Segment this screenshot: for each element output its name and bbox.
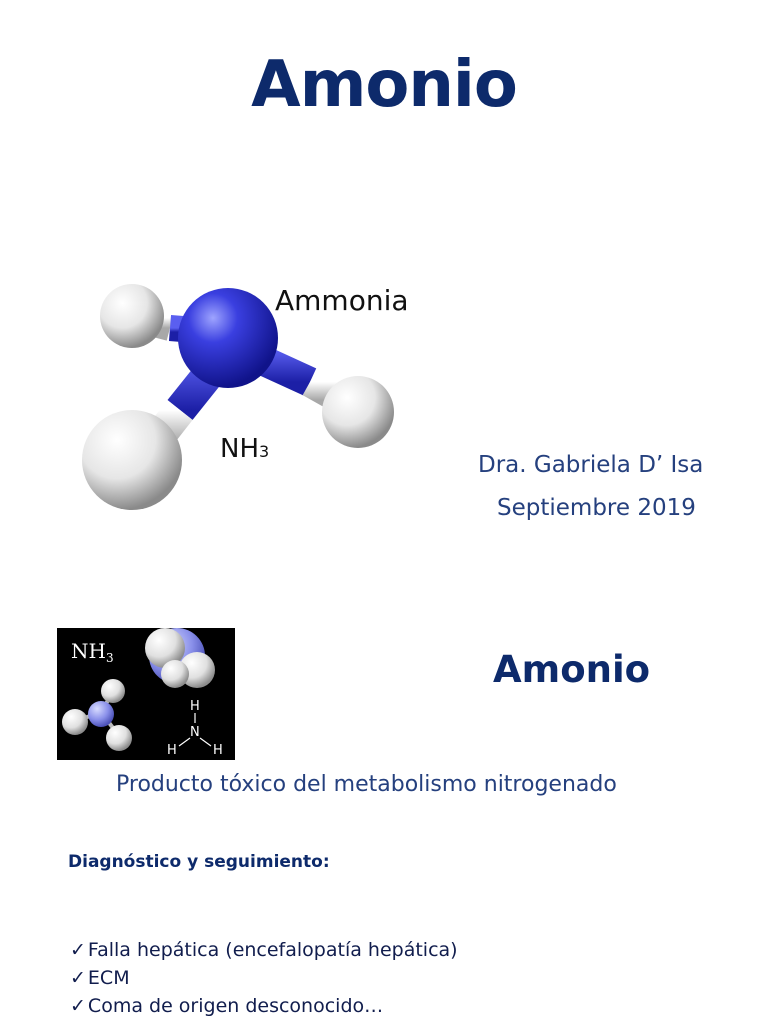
slide1-title: Amonio bbox=[251, 48, 518, 122]
checkmark-icon: ✓ bbox=[70, 939, 86, 961]
structural-formula: H N H H bbox=[167, 699, 223, 758]
hydrogen-atom-top bbox=[100, 284, 164, 348]
list-item: ✓Falla hepática (encefalopatía hepática) bbox=[70, 939, 458, 961]
hydrogen-atom-right bbox=[322, 376, 394, 448]
slide2-subtitle: Producto tóxico del metabolismo nitrogen… bbox=[116, 772, 617, 797]
svg-text:H: H bbox=[167, 743, 177, 758]
slide2-title: Amonio bbox=[493, 648, 651, 691]
author-name: Dra. Gabriela D’ Isa bbox=[478, 452, 704, 478]
ball-and-stick-model bbox=[62, 679, 132, 751]
list-item: ✓ECM bbox=[70, 967, 130, 989]
formula-sub: 3 bbox=[259, 442, 270, 461]
nitrogen-atom bbox=[178, 288, 278, 388]
ammonia-molecule-3d-image bbox=[82, 284, 394, 510]
image-formula: NH3 bbox=[71, 639, 114, 665]
svg-text:H: H bbox=[190, 699, 200, 714]
svg-text:N: N bbox=[190, 725, 200, 740]
list-item: ✓Coma de origen desconocido… bbox=[70, 995, 384, 1017]
presentation-date: Septiembre 2019 bbox=[497, 495, 696, 521]
formula-main: NH bbox=[220, 434, 259, 464]
svg-text:H: H bbox=[213, 743, 223, 758]
section-heading: Diagnóstico y seguimiento: bbox=[68, 852, 330, 872]
ammonia-models-svg: NH3 H N H H bbox=[62, 628, 223, 758]
hydrogen-atom-bottom bbox=[82, 410, 182, 510]
molecule-label: Ammonia bbox=[275, 284, 409, 317]
space-filling-model bbox=[145, 628, 215, 688]
checkmark-icon: ✓ bbox=[70, 995, 86, 1017]
molecule-formula: NH3 bbox=[220, 434, 269, 464]
checkmark-icon: ✓ bbox=[70, 967, 86, 989]
diagnosis-checklist: ✓Falla hepática (encefalopatía hepática)… bbox=[70, 936, 458, 1020]
ammonia-models-image: NH3 H N H H bbox=[57, 628, 235, 760]
